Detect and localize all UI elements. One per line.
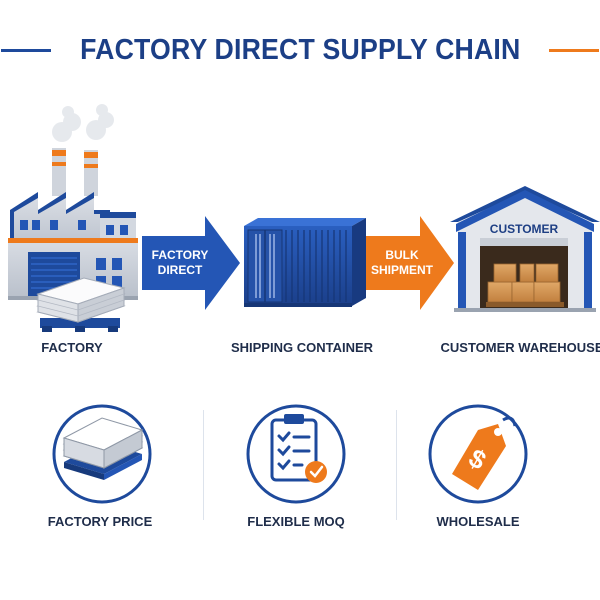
benefit-label-factory-price: FACTORY PRICE bbox=[47, 514, 153, 529]
title-line-right bbox=[549, 48, 600, 52]
clipboard-checklist-icon bbox=[246, 404, 346, 504]
benefit-label-wholesale: WHOLESALE bbox=[436, 514, 520, 529]
stage-label-shipping-container: SHIPPING CONTAINER bbox=[230, 340, 374, 355]
stage-label-factory: FACTORY bbox=[41, 340, 103, 355]
title-row: FACTORY DIRECT SUPPLY CHAIN bbox=[0, 30, 600, 70]
bulk-shipment-arrow bbox=[366, 216, 454, 310]
stage-label-customer-warehouse: CUSTOMER WAREHOUSE bbox=[440, 340, 600, 355]
shipping-container-icon bbox=[244, 218, 366, 307]
arrow-text-line: BULK bbox=[385, 248, 419, 262]
warehouse-icon bbox=[450, 186, 600, 312]
title-line-left bbox=[0, 48, 51, 52]
warehouse-sign: CUSTOMER bbox=[489, 222, 559, 236]
divider bbox=[396, 410, 397, 520]
arrow-text-line: FACTORY bbox=[151, 248, 209, 262]
page-title: FACTORY DIRECT SUPPLY CHAIN bbox=[79, 33, 521, 66]
factory-direct-arrow bbox=[142, 216, 240, 310]
stacked-panels-icon bbox=[52, 404, 152, 504]
divider bbox=[203, 410, 204, 520]
price-tag-icon: $ bbox=[428, 404, 528, 504]
benefit-label-flexible-moq: FLEXIBLE MOQ bbox=[247, 514, 345, 529]
arrow-text-line: SHIPMENT bbox=[370, 263, 434, 277]
arrow-text-line: DIRECT bbox=[157, 263, 203, 277]
factory-direct-arrow-label: FACTORY DIRECT bbox=[152, 248, 209, 278]
factory-icon bbox=[8, 104, 138, 332]
bulk-shipment-arrow-label: BULK SHIPMENT bbox=[371, 248, 433, 278]
